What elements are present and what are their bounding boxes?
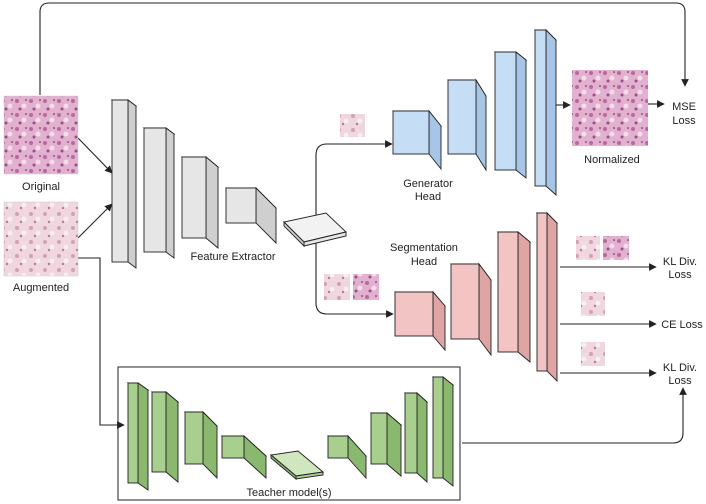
label-generator-head-2: Head <box>415 191 441 203</box>
generator-layer-1 <box>392 109 442 171</box>
teacher-layer-5 <box>269 450 325 480</box>
segmentation-layer-1 <box>394 290 446 352</box>
arrow-original-to-extractor <box>77 137 113 174</box>
label-segmentation-head-2: Head <box>411 256 437 268</box>
segmentation-layer-2 <box>450 262 492 357</box>
segmentation-head <box>394 211 559 383</box>
kl-output-thumb-1 <box>576 236 600 260</box>
label-kl-div-loss-1-a: KL Div. <box>663 256 697 268</box>
segmentation-thumb-1 <box>324 274 350 300</box>
arrow-to-segmentation-head <box>315 242 394 318</box>
arrow-augmented-to-extractor <box>77 203 113 239</box>
generator-layer-2 <box>447 78 487 172</box>
label-mse-loss-2: Loss <box>672 115 696 127</box>
bottleneck-layer <box>283 212 347 248</box>
teacher-layer-3 <box>183 410 219 480</box>
ce-output-thumb <box>581 292 605 316</box>
teacher-layer-2 <box>150 391 180 483</box>
segmentation-layer-4 <box>535 211 559 383</box>
extractor-layer-4 <box>224 186 278 245</box>
kl-output-thumb-3 <box>581 342 605 366</box>
teacher-box <box>117 366 461 501</box>
extractor-layer-2 <box>142 127 176 259</box>
label-kl-div-loss-1-b: Loss <box>668 269 692 281</box>
label-mse-loss-1: MSE <box>672 101 696 113</box>
feature-extractor <box>110 99 347 269</box>
generator-layer-4 <box>533 28 558 197</box>
teacher-layer-1 <box>126 382 150 491</box>
teacher-layer-9 <box>431 376 455 487</box>
generator-input-thumbnail <box>340 114 365 137</box>
teacher-layer-4 <box>220 434 268 480</box>
augmented-image <box>3 201 79 277</box>
arrow-to-generator-head <box>315 140 393 226</box>
bypass-arrow-to-mse <box>39 2 689 95</box>
label-feature-extractor: Feature Extractor <box>191 251 276 263</box>
teacher-model <box>126 376 455 491</box>
connectors <box>39 2 689 444</box>
original-image <box>3 95 79 175</box>
label-ce-loss: CE Loss <box>661 319 703 331</box>
teacher-layer-8 <box>403 391 429 484</box>
segmentation-thumb-2 <box>353 274 379 300</box>
kl-output-thumb-2 <box>603 236 629 260</box>
label-generator-head-1: Generator <box>403 178 453 190</box>
generator-layer-3 <box>493 51 528 179</box>
label-kl-div-loss-2-b: Loss <box>668 375 692 387</box>
label-kl-div-loss-2-a: KL Div. <box>663 362 697 374</box>
label-original: Original <box>22 181 60 193</box>
arrow-augmented-to-teacher <box>78 257 125 429</box>
arrow-teacher-to-kl-loss-2 <box>462 387 687 444</box>
generator-head <box>392 28 558 197</box>
label-normalized: Normalized <box>584 154 640 166</box>
label-segmentation-head-1: Segmentation <box>390 242 458 254</box>
label-augmented: Augmented <box>13 282 69 294</box>
teacher-layer-7 <box>369 412 403 477</box>
segmentation-layer-3 <box>496 231 532 363</box>
extractor-layer-1 <box>110 99 138 269</box>
normalized-image <box>572 70 648 146</box>
teacher-layer-6 <box>326 434 368 480</box>
extractor-layer-3 <box>180 156 220 249</box>
label-teacher-models: Teacher model(s) <box>247 487 332 499</box>
